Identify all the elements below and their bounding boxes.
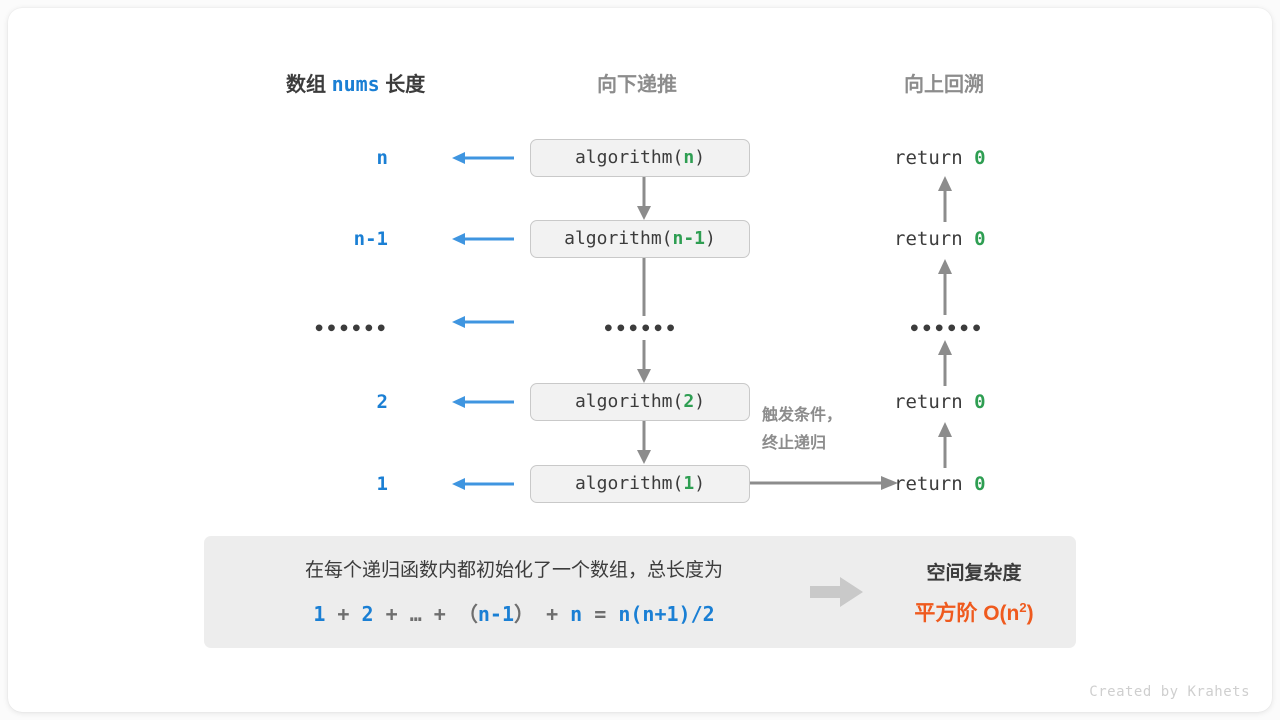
header-recurse-down: 向下递推 <box>597 74 677 96</box>
complexity-value-code: O(n <box>983 602 1020 625</box>
array-link-arrow <box>452 478 514 490</box>
call-prefix: algorithm( <box>574 147 684 168</box>
trigger-line-1: 触发条件， <box>762 407 843 424</box>
up-connector-2 <box>938 259 952 315</box>
down-connector-4 <box>637 421 651 464</box>
return-value: 0 <box>974 228 986 250</box>
call-box: algorithm(1) <box>530 465 750 503</box>
trigger-condition-note: 触发条件， 终止递归 <box>762 402 892 458</box>
return-value: 0 <box>974 147 986 169</box>
formula-ellipsis: … <box>409 602 422 626</box>
credit-label: Created by Krahets <box>1089 684 1250 700</box>
formula-paren-open: （ <box>457 602 478 626</box>
length-label: n <box>376 147 388 169</box>
call-box: algorithm(n-1) <box>530 220 750 258</box>
call-arg: 1 <box>683 473 695 494</box>
return-label: return 0 <box>894 228 986 250</box>
formula-paren-close: ） <box>514 602 535 626</box>
return-prefix: return <box>894 147 975 169</box>
result-arrow-icon <box>810 577 863 607</box>
formula-result: n(n+1)/2 <box>618 602 715 626</box>
down-connector-3 <box>637 340 651 383</box>
formula-term-3: n-1 <box>477 602 515 626</box>
up-connector-1 <box>938 176 952 222</box>
array-link-arrow <box>452 233 514 245</box>
header-array-code: nums <box>331 72 380 96</box>
length-label: 1 <box>376 473 388 495</box>
length-label-ellipsis: •••••• <box>313 318 388 340</box>
diagram-card: 数组 nums 长度 向下递推 向上回溯 n <box>8 8 1272 712</box>
length-label: 2 <box>376 391 388 413</box>
complexity-value-tail: ) <box>1026 602 1034 625</box>
formula-term-2: 2 <box>361 602 374 626</box>
call-suffix: ) <box>694 147 706 168</box>
formula-term-4: n <box>570 602 583 626</box>
formula-equals: = <box>594 602 607 626</box>
header-array-prefix: 数组 <box>286 74 332 96</box>
call-prefix: algorithm( <box>564 228 673 249</box>
length-label: n-1 <box>353 228 388 250</box>
return-value: 0 <box>974 391 986 413</box>
call-prefix: algorithm( <box>574 391 684 412</box>
complexity-value: 平方阶 O(n2) <box>876 597 1072 627</box>
complexity-exponent: 2 <box>1019 600 1027 615</box>
formula-op-1: + <box>337 602 350 626</box>
return-prefix: return <box>894 473 975 495</box>
call-prefix: algorithm( <box>574 473 684 494</box>
formula-op-3: + <box>433 602 446 626</box>
return-value: 0 <box>974 473 986 495</box>
complexity-title: 空间复杂度 <box>926 563 1022 584</box>
return-prefix: return <box>894 391 975 413</box>
formula-term-1: 1 <box>313 602 326 626</box>
return-prefix: return <box>894 228 975 250</box>
call-suffix: ) <box>694 473 706 494</box>
summary-right: 空间复杂度 平方阶 O(n2) <box>876 558 1072 627</box>
array-link-arrow <box>452 152 514 164</box>
return-label: return 0 <box>894 147 986 169</box>
up-connector-4 <box>938 422 952 468</box>
return-column-ellipsis: •••••• <box>908 318 984 340</box>
summary-formula: 1 + 2 + … + （n-1） + n = n(n+1)/2 <box>234 598 794 627</box>
header-backtrack-up: 向上回溯 <box>904 74 984 96</box>
base-case-arrow <box>750 476 898 490</box>
summary-panel: 在每个递归函数内都初始化了一个数组，总长度为 1 + 2 + … + （n-1）… <box>204 536 1076 648</box>
formula-op-2: + <box>385 602 398 626</box>
call-arg: n <box>683 147 695 168</box>
call-suffix: ) <box>694 391 706 412</box>
complexity-value-label: 平方阶 <box>914 602 984 625</box>
summary-description: 在每个递归函数内都初始化了一个数组，总长度为 <box>304 560 723 581</box>
trigger-line-2: 终止递归 <box>762 435 827 452</box>
call-arg: n-1 <box>672 228 706 249</box>
return-label: return 0 <box>894 473 986 495</box>
call-column-ellipsis: •••••• <box>602 318 678 340</box>
call-box: algorithm(n) <box>530 139 750 177</box>
array-link-arrow <box>452 316 514 328</box>
formula-op-4: + <box>546 602 559 626</box>
header-array-suffix: 长度 <box>379 74 426 96</box>
array-link-arrow <box>452 396 514 408</box>
header-array-length: 数组 nums 长度 <box>286 68 425 97</box>
call-arg: 2 <box>683 391 695 412</box>
down-connector-2 <box>642 258 646 316</box>
call-suffix: ) <box>705 228 716 249</box>
summary-left: 在每个递归函数内都初始化了一个数组，总长度为 1 + 2 + … + （n-1）… <box>234 556 794 627</box>
call-box: algorithm(2) <box>530 383 750 421</box>
up-connector-3 <box>938 340 952 386</box>
down-connector-1 <box>637 177 651 220</box>
return-label: return 0 <box>894 391 986 413</box>
